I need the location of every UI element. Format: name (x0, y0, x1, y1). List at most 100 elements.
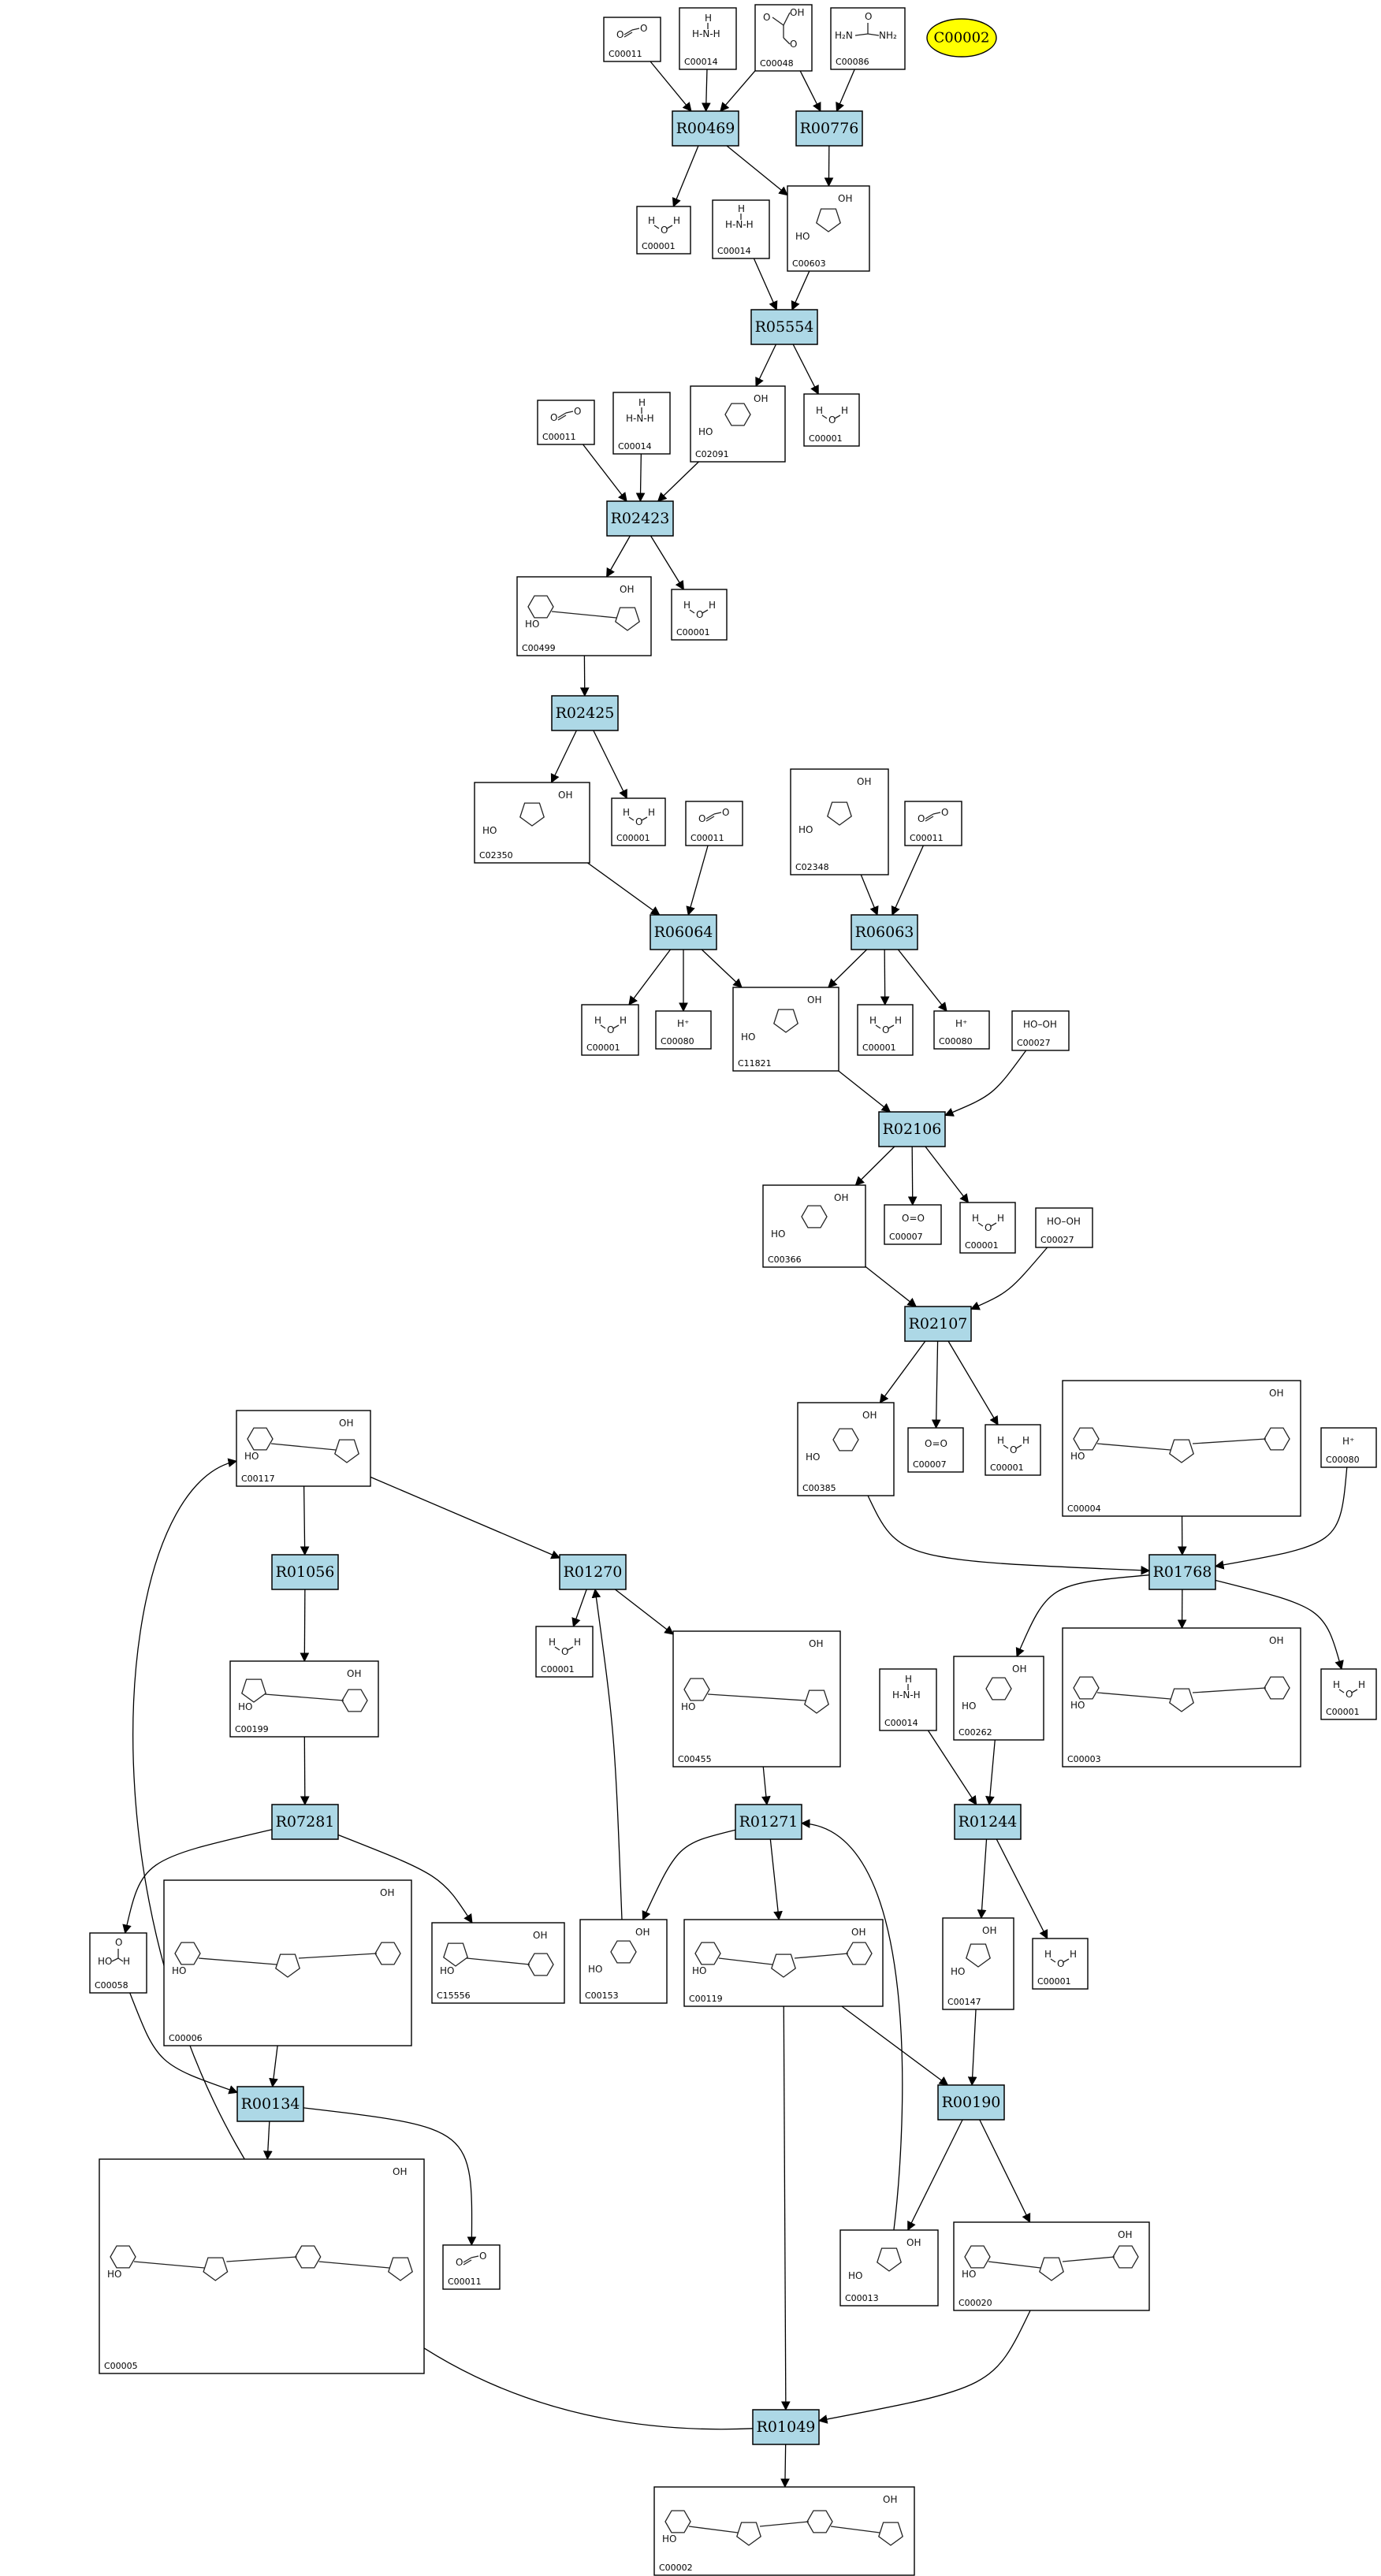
compound-box[interactable] (163, 1879, 412, 2046)
compound-C00080[interactable]: H⁺C00080 (1320, 1427, 1377, 1468)
reaction-box[interactable] (851, 914, 918, 950)
compound-box[interactable] (790, 768, 889, 875)
compound-box[interactable] (442, 2244, 501, 2290)
compound-C00080[interactable]: H⁺C00080 (933, 1010, 990, 1050)
reaction-R07281[interactable]: R07281 (271, 1804, 339, 1840)
compound-box[interactable] (581, 1004, 639, 1056)
reaction-box[interactable] (750, 309, 818, 345)
compound-box[interactable] (712, 199, 770, 259)
compound-box[interactable] (907, 1427, 964, 1473)
target-compound[interactable]: C00002 (926, 18, 997, 58)
reaction-box[interactable] (236, 2086, 304, 2122)
reaction-R01270[interactable]: R01270 (559, 1554, 627, 1590)
reaction-R01244[interactable]: R01244 (954, 1804, 1022, 1840)
reaction-R00134[interactable]: R00134 (236, 2086, 304, 2122)
reaction-R00469[interactable]: R00469 (672, 110, 739, 147)
compound-box[interactable] (803, 393, 860, 447)
compound-box[interactable] (690, 385, 786, 463)
reaction-box[interactable] (551, 695, 619, 731)
reaction-box[interactable] (735, 1804, 802, 1840)
compound-box[interactable] (679, 7, 737, 70)
compound-box[interactable] (672, 1630, 841, 1768)
compound-box[interactable] (797, 1402, 895, 1496)
reaction-box[interactable] (878, 1111, 946, 1147)
reaction-R02107[interactable]: R02107 (904, 1306, 972, 1342)
compound-box[interactable] (535, 1626, 594, 1678)
compound-box[interactable] (857, 1004, 914, 1056)
reaction-R01271[interactable]: R01271 (735, 1804, 802, 1840)
compound-box[interactable] (603, 17, 661, 62)
reaction-R06063[interactable]: R06063 (851, 914, 918, 950)
reaction-R01049[interactable]: R01049 (752, 2409, 820, 2445)
compound-box[interactable] (655, 1010, 712, 1050)
compound-box[interactable] (537, 400, 595, 445)
compound-C00080[interactable]: H⁺C00080 (655, 1010, 712, 1050)
compound-box[interactable] (611, 797, 666, 846)
compound-box[interactable] (933, 1010, 990, 1050)
reaction-box[interactable] (271, 1554, 339, 1590)
compound-box[interactable] (236, 1410, 371, 1487)
reaction-R05554[interactable]: R05554 (750, 309, 818, 345)
compound-box[interactable] (579, 1919, 668, 2004)
reaction-box[interactable] (904, 1306, 972, 1342)
reaction-box[interactable] (650, 914, 717, 950)
compound-box[interactable] (884, 1204, 942, 1245)
compound-box[interactable] (431, 1922, 565, 2004)
compound-box[interactable] (879, 1668, 937, 1731)
compound-box[interactable] (89, 1932, 147, 1994)
reaction-box[interactable] (672, 110, 739, 147)
reaction-R00776[interactable]: R00776 (795, 110, 863, 147)
compound-box[interactable] (683, 1919, 884, 2007)
compound-box[interactable] (1035, 1207, 1093, 1248)
reaction-R02423[interactable]: R02423 (606, 500, 674, 537)
compound-box[interactable] (1062, 1627, 1301, 1768)
reaction-box[interactable] (1148, 1554, 1216, 1590)
target-ellipse[interactable] (926, 18, 997, 58)
compound-box[interactable] (953, 2221, 1150, 2311)
reaction-R01056[interactable]: R01056 (271, 1554, 339, 1590)
compound-box[interactable] (1320, 1668, 1377, 1720)
reaction-R01768[interactable]: R01768 (1148, 1554, 1216, 1590)
reaction-box[interactable] (752, 2409, 820, 2445)
compound-box[interactable] (942, 1917, 1014, 2010)
compound-box[interactable] (612, 392, 671, 455)
compound-box[interactable] (685, 801, 743, 846)
compound-box[interactable] (653, 2486, 915, 2576)
compound-box[interactable] (671, 589, 728, 641)
compound-box[interactable] (830, 7, 906, 70)
reaction-box[interactable] (954, 1804, 1022, 1840)
compound-box[interactable] (762, 1184, 866, 1268)
compound-box[interactable] (953, 1656, 1044, 1741)
